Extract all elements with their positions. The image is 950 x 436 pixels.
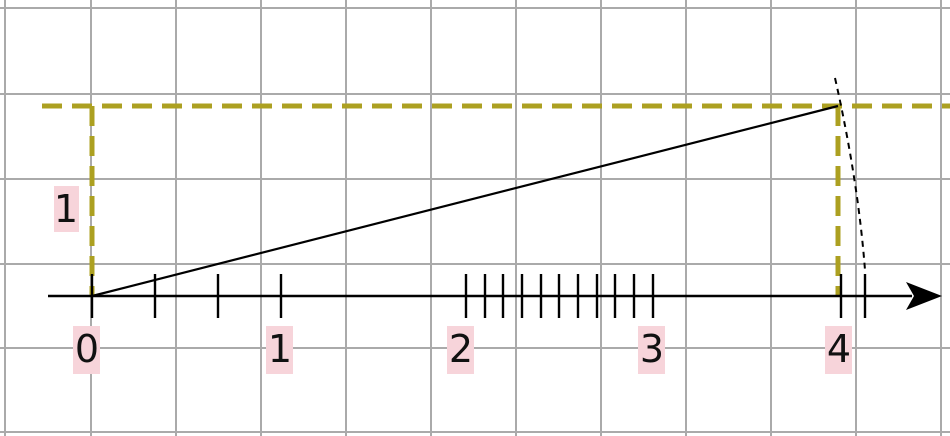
label-4-group: 4 (825, 326, 852, 374)
label-3-group: 3 (638, 326, 665, 374)
label-1-group: 1 (266, 326, 293, 374)
ticks (90, 274, 867, 318)
label-3: 3 (640, 327, 664, 371)
label-2-group: 2 (447, 326, 474, 374)
axis-arrowhead (906, 282, 942, 310)
height-label: 1 (54, 187, 78, 231)
height-label-group: 1 (54, 186, 79, 232)
label-0: 0 (75, 327, 99, 371)
dashed-guides (42, 103, 950, 296)
label-1: 1 (268, 327, 292, 371)
hypotenuse-line (91, 104, 839, 298)
compass-arc (834, 77, 866, 271)
label-0-group: 0 (73, 326, 100, 374)
label-2: 2 (449, 327, 473, 371)
label-4: 4 (827, 327, 851, 371)
